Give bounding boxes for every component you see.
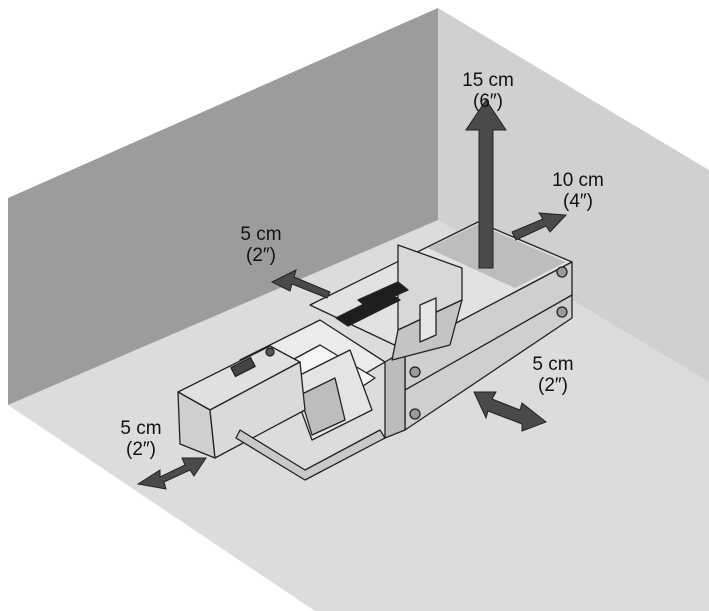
vent-grille [428,224,566,288]
back-clearance-metric: 10 cm [552,170,604,191]
arrow-right [473,391,548,432]
screw [556,266,568,278]
screw [409,366,421,378]
label-right-clearance: 5 cm (2″) [516,354,590,396]
right-clearance-metric: 5 cm [532,354,574,375]
control-unit-side [209,361,306,459]
top-clearance-imperial: (6″) [473,91,503,112]
back-wall [438,8,709,382]
clearance-arrows [136,99,568,490]
arrow-front [136,457,207,490]
top-clearance-metric: 15 cm [462,70,514,91]
right-clearance-imperial: (2″) [538,375,568,396]
arrow-back [511,212,568,241]
back-clearance-imperial: (4″) [563,191,593,212]
printer-front [384,349,406,439]
label-back-clearance: 10 cm (4″) [536,170,620,212]
label-front-clearance: 5 cm (2″) [104,418,178,460]
label-top-clearance: 15 cm (6″) [446,70,530,112]
control-buttons [230,356,256,378]
left-clearance-metric: 5 cm [240,224,282,245]
power-icon [265,347,275,357]
printer [177,221,573,481]
front-clearance-metric: 5 cm [120,418,162,439]
front-clearance-imperial: (2″) [126,439,156,460]
arrow-left [270,269,331,299]
label-left-clearance: 5 cm (2″) [224,224,298,266]
left-clearance-imperial: (2″) [246,245,276,266]
arrow-up [465,99,507,269]
screw [556,306,568,318]
left-wall [8,8,438,405]
screw [409,408,421,420]
ribbon-slot [357,281,409,309]
